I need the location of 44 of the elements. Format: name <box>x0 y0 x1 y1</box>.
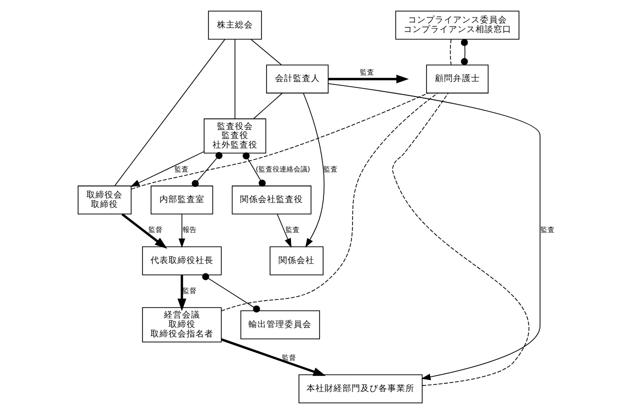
arrow <box>121 213 168 249</box>
node-box: 代表取締役社長 <box>142 246 222 276</box>
arrow <box>328 74 409 84</box>
node-box: 会計監査人 <box>266 64 329 94</box>
edge-label: 監査 <box>174 164 189 174</box>
connector <box>242 152 266 187</box>
connector <box>460 39 468 66</box>
connector <box>114 38 226 186</box>
connector <box>253 92 283 120</box>
node-box: 関係会社監査役 <box>232 186 312 214</box>
edge-label: 監査 <box>540 225 554 234</box>
connector <box>250 39 282 66</box>
node-box: 関係会社 <box>270 246 324 276</box>
arrow <box>303 92 324 248</box>
node-box: 取締役会 取締役 <box>78 186 132 214</box>
edge-label: 報告 <box>182 225 196 234</box>
node-box: 輸出管理委員会 <box>240 310 320 340</box>
node-box: 株主総会 <box>208 10 262 40</box>
edge-label: 監督 <box>148 225 163 234</box>
edge-label: 監督 <box>182 286 196 295</box>
node-box: 本社財経部門及び各事業所 <box>298 374 423 404</box>
edge-label: (監査役連絡会議) <box>256 164 310 174</box>
node-box: 経営会議 取締役 取締役会指名者 <box>142 307 222 342</box>
connector <box>202 273 260 312</box>
connector <box>392 92 530 386</box>
arrow <box>220 338 326 376</box>
arrow <box>328 83 540 380</box>
arrow <box>178 275 186 312</box>
connector <box>450 39 452 66</box>
connector <box>220 92 438 312</box>
connector <box>192 152 222 187</box>
edge-label: 監査 <box>285 225 300 234</box>
node-box: コンプライアンス委員会 コンプライアンス相談窓口 <box>395 10 520 40</box>
arrow <box>178 214 186 248</box>
edge-label: 監査 <box>360 68 374 77</box>
connector <box>234 38 236 119</box>
connector <box>130 92 428 190</box>
node-box: 監査役会 監査役 社外監査役 <box>204 118 266 154</box>
edge-label: 監査 <box>324 164 338 174</box>
arrow <box>276 214 292 248</box>
node-box: 内部監査室 <box>150 186 214 214</box>
node-box: 顧問弁護士 <box>426 64 489 94</box>
edge-label: 監督 <box>282 353 296 362</box>
arrow <box>130 151 204 187</box>
